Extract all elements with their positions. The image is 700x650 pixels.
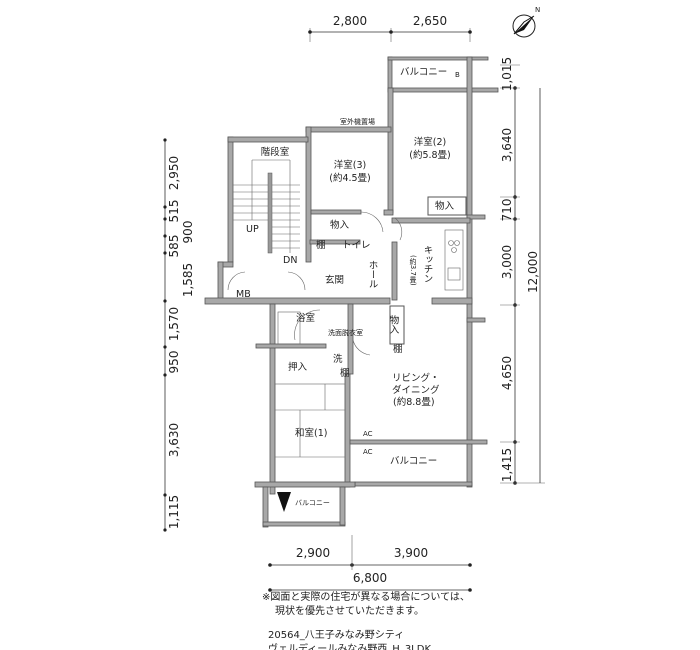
label-balcony-main: バルコニー xyxy=(390,456,437,467)
dim-left-4: 585 xyxy=(167,235,181,258)
label-living: リビング・ xyxy=(392,372,440,384)
label-hall: ホール xyxy=(367,260,379,289)
disclaimer-line-1: ※図面と実際の住宅が異なる場合については、 xyxy=(262,592,470,603)
dim-top-1: 2,800 xyxy=(333,14,367,28)
dim-left-7: 950 xyxy=(167,351,181,374)
label-stairwell: 階段室 xyxy=(261,146,290,158)
label-western-2: 洋室(2) xyxy=(414,136,446,148)
caption-line-2: ヴェルディールみなみ野西_H_3LDK xyxy=(268,644,432,650)
label-washroom: 洗面脱衣室 xyxy=(328,328,363,337)
dim-right-5: 4,650 xyxy=(500,356,514,390)
dim-bottom-total: 6,800 xyxy=(353,571,387,585)
dim-left-1: 2,950 xyxy=(167,156,181,190)
dim-right-1: 1,015 xyxy=(500,57,514,91)
dim-bottom-1: 2,900 xyxy=(296,546,330,560)
dim-right-3: 710 xyxy=(500,199,514,222)
dim-left-3: 900 xyxy=(181,221,195,244)
dim-left-8: 3,630 xyxy=(167,423,181,457)
dim-right-6: 1,415 xyxy=(500,448,514,482)
label-balcony-top: バルコニー xyxy=(400,67,447,78)
label-living-size: (約8.8畳) xyxy=(393,396,435,408)
label-storage-1: 物入 xyxy=(435,200,455,212)
label-western-3: 洋室(3) xyxy=(334,159,366,171)
bottom-dimensions: 2,900 3,900 6,800 xyxy=(268,535,472,592)
label-dn: DN xyxy=(283,255,297,266)
dim-left-6: 1,570 xyxy=(167,307,181,341)
dim-bottom-2: 3,900 xyxy=(394,546,428,560)
label-shelf-1: 棚 xyxy=(316,239,326,251)
left-dimensions: 2,950 515 900 585 1,585 1,570 950 3,630 … xyxy=(163,138,195,532)
dim-right-total: 12,000 xyxy=(526,251,540,293)
label-shelf-3: 棚 xyxy=(393,343,403,355)
right-dimensions: 1,015 3,640 710 3,000 4,650 1,415 12,000 xyxy=(500,57,545,485)
top-dimensions: 2,800 2,650 xyxy=(308,14,472,42)
label-western-2-size: (約5.8畳) xyxy=(409,149,451,161)
dim-left-2: 515 xyxy=(167,200,181,223)
compass-label: N xyxy=(535,6,540,14)
dim-right-2: 3,640 xyxy=(500,128,514,162)
label-washer: 洗 xyxy=(333,353,343,365)
north-compass-icon: N xyxy=(512,6,540,38)
label-kitchen: キッチン xyxy=(422,245,433,283)
room-labels: バルコニー B 室外機置場 洋室(2) (約5.8畳) 洋室(3) (約4.5畳… xyxy=(236,67,460,507)
label-storage-3: 物入 xyxy=(388,314,400,334)
label-entrance: 玄関 xyxy=(325,274,344,286)
label-western-3-size: (約4.5畳) xyxy=(329,172,371,184)
dim-right-4: 3,000 xyxy=(500,245,514,279)
dim-left-9: 1,115 xyxy=(167,495,181,529)
label-up: UP xyxy=(246,224,259,235)
label-b-box: B xyxy=(455,71,460,79)
label-ac-1: AC xyxy=(363,430,373,438)
walls xyxy=(204,56,499,528)
label-bath: 浴室 xyxy=(296,312,315,324)
label-balcony-small: バルコニー xyxy=(295,499,330,507)
label-toilet: トイレ xyxy=(342,240,371,251)
stairs-down-icon xyxy=(277,492,291,512)
label-ac-2: AC xyxy=(363,448,373,456)
label-kitchen-size: (約3.7畳) xyxy=(409,255,417,286)
label-japanese-room: 和室(1) xyxy=(295,427,327,439)
caption-line-1: 20564_八王子みなみ野シティ xyxy=(268,630,405,641)
label-storage-2: 物入 xyxy=(330,219,350,231)
label-shelf-2: 棚 xyxy=(340,367,350,379)
dim-top-2: 2,650 xyxy=(413,14,447,28)
label-closet: 押入 xyxy=(288,361,308,373)
label-outdoor-unit: 室外機置場 xyxy=(340,117,375,126)
label-dining: ダイニング xyxy=(392,384,440,396)
disclaimer-line-2: 現状を優先させていただきます。 xyxy=(275,606,424,617)
label-mb: MB xyxy=(236,289,251,300)
dim-left-5: 1,585 xyxy=(181,263,195,297)
